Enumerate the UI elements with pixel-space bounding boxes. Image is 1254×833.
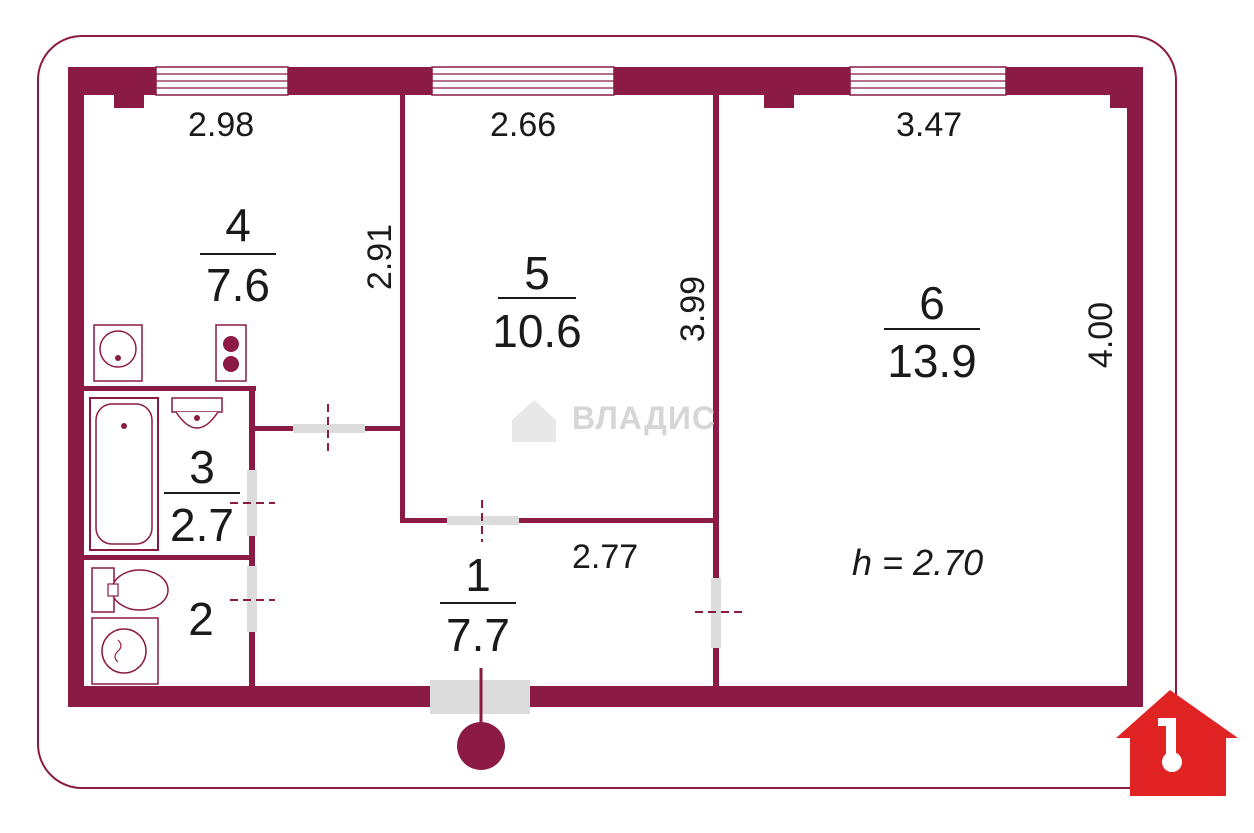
room-3-number: 3 [189, 441, 215, 493]
wall-bottom [68, 686, 1143, 707]
wall-5-bottom [400, 518, 719, 523]
dim-room5-width: 2.66 [490, 106, 557, 144]
toilet-icon [91, 567, 169, 613]
stove-icon [215, 324, 247, 382]
room-1-fraction-bar [440, 602, 516, 604]
watermark-logo-icon [512, 400, 556, 442]
room-5-number: 5 [524, 247, 550, 299]
room-4-number: 4 [225, 199, 251, 251]
washing-machine-icon [91, 617, 159, 685]
room-4-fraction-bar [200, 253, 276, 255]
room-1-area: 7.7 [446, 609, 510, 661]
washing-machine-icon [93, 324, 143, 382]
door-icon [293, 404, 365, 452]
room-3-fraction-bar [164, 492, 240, 494]
entrance-icon [430, 668, 530, 770]
watermark-text: ВЛАДИС [572, 400, 716, 436]
sink-icon [171, 397, 223, 429]
room-3-area: 2.7 [170, 499, 234, 551]
wall-bath-top [84, 386, 256, 391]
wall-left [68, 67, 84, 707]
room-5-area: 10.6 [492, 305, 582, 357]
wall-bath-wc [84, 555, 255, 560]
logo-key-icon [1116, 690, 1238, 796]
room-6-number: 6 [919, 277, 945, 329]
outer-frame [37, 35, 1177, 789]
window-icon [431, 66, 615, 96]
door-icon [695, 578, 742, 648]
bathtub-icon [89, 397, 159, 551]
room-1-number: 1 [465, 549, 491, 601]
room-2-number: 2 [188, 593, 214, 645]
door-icon [447, 500, 519, 542]
dim-room4-width: 2.98 [188, 106, 255, 144]
dim-room1-width: 2.77 [572, 538, 639, 576]
wall-right [1127, 67, 1143, 707]
room-4-area: 7.6 [206, 259, 270, 311]
door-icon [230, 470, 275, 536]
wall-5-6 [713, 95, 719, 686]
door-icon [230, 566, 275, 632]
room-6-fraction-bar [884, 328, 980, 330]
dim-room4-height: 2.91 [361, 223, 400, 291]
dim-room5-height: 3.99 [674, 275, 713, 343]
room-5-fraction-bar [498, 297, 576, 299]
window-icon [155, 66, 289, 96]
wall-4-5 [400, 95, 405, 523]
dim-room6-height: 4.00 [1082, 301, 1121, 369]
ceiling-height: h = 2.70 [852, 542, 984, 583]
room-6-area: 13.9 [887, 335, 977, 387]
window-icon [849, 66, 1007, 96]
dim-room6-width: 3.47 [896, 106, 963, 144]
